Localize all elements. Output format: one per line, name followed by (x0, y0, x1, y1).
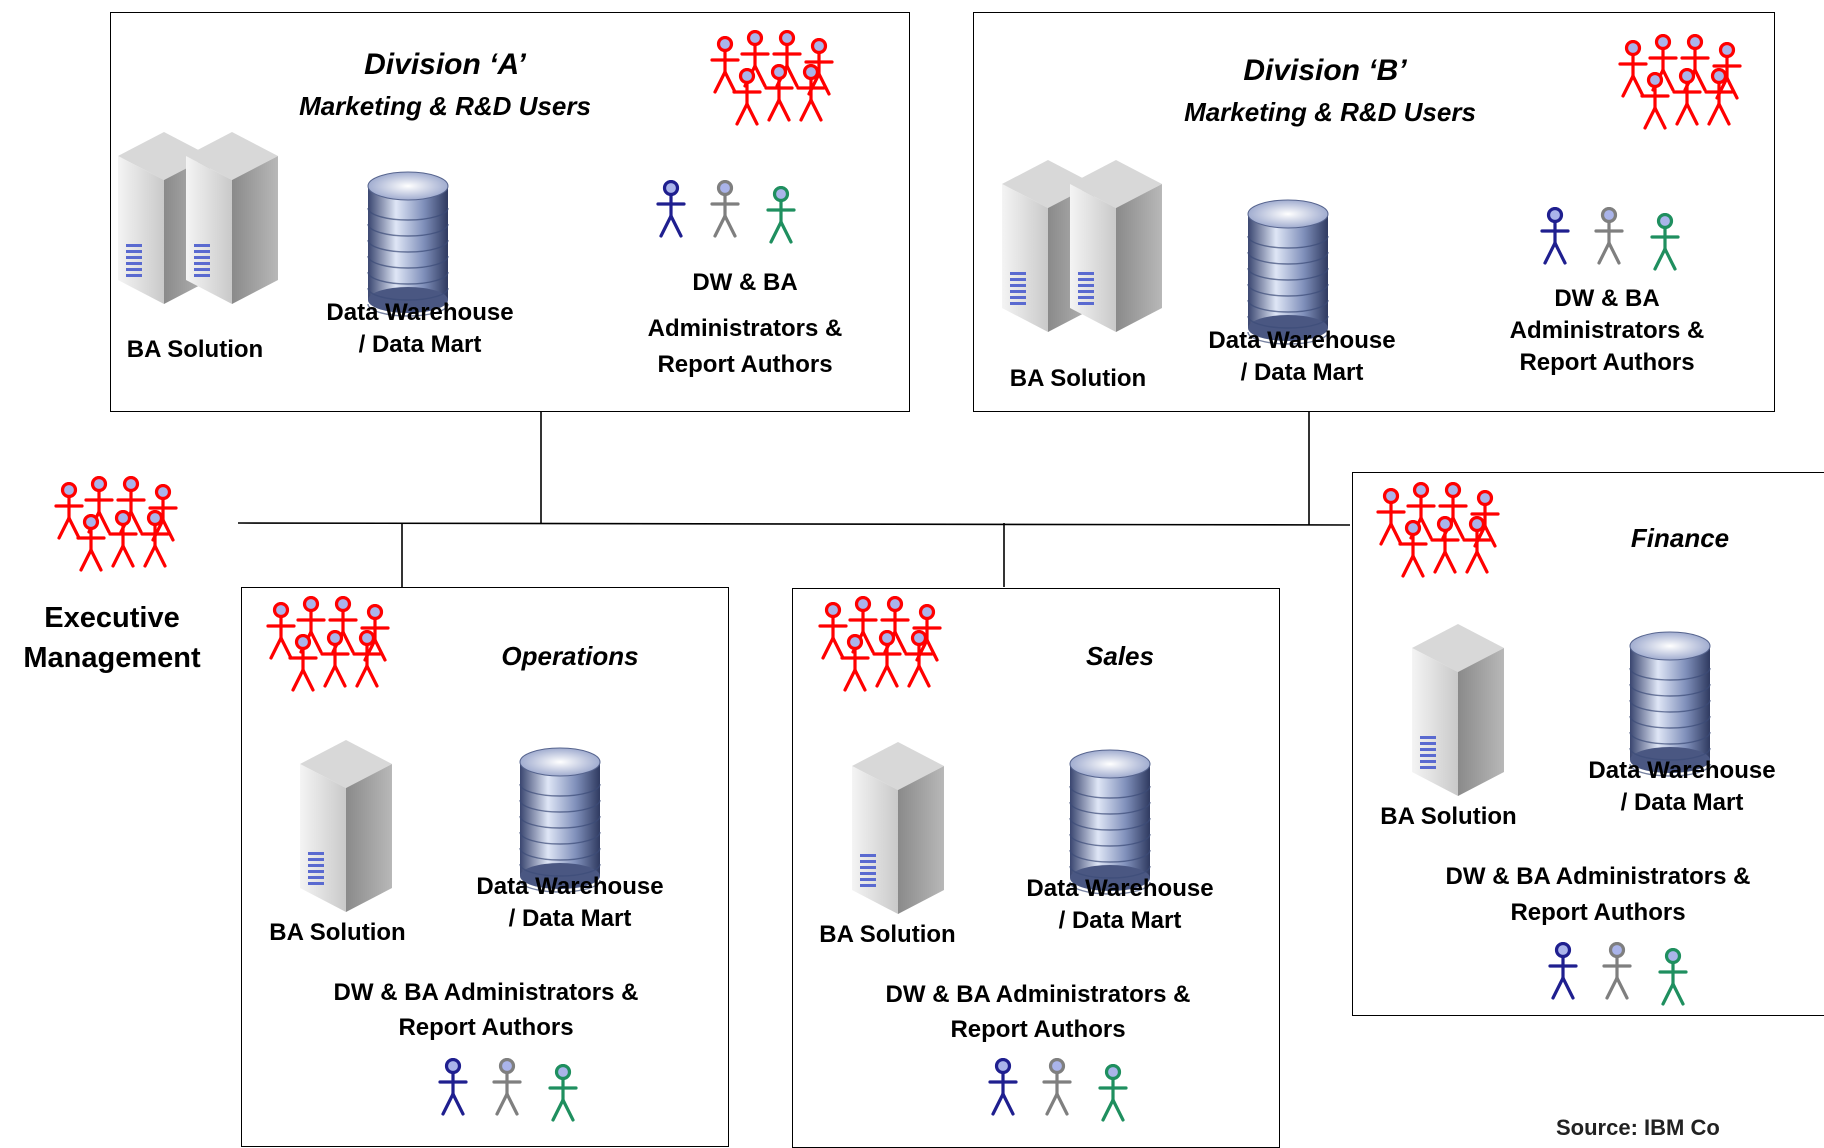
database-cylinder-icon (1068, 746, 1152, 901)
division-a-dw-label-1: Data Warehouse (326, 299, 514, 326)
sales-dw-label-1: Data Warehouse (1026, 875, 1214, 902)
person-icon (804, 37, 834, 103)
division-a-admins-label-3: Report Authors (657, 351, 833, 378)
person-icon (54, 481, 84, 547)
database-cylinder-icon (1628, 628, 1712, 783)
person-icon (872, 629, 902, 695)
operations-admins-label-2: Report Authors (398, 1014, 574, 1041)
person-icon (1540, 206, 1570, 272)
division-b-admins-label-1: DW & BA (1554, 285, 1660, 312)
sales-admins-label-2: Report Authors (950, 1016, 1126, 1043)
person-icon (1672, 67, 1702, 133)
executive-label-1: Executive (44, 602, 180, 634)
person-icon (1462, 515, 1492, 581)
person-icon (1602, 941, 1632, 1007)
person-icon (656, 179, 686, 245)
division-a-ba-solution-label: BA Solution (126, 336, 264, 363)
person-icon (904, 629, 934, 695)
division-a-title: Division ‘A’ (364, 48, 526, 81)
operations-dw-label-2: / Data Mart (508, 905, 632, 932)
person-icon (1376, 487, 1406, 553)
person-icon (1098, 1063, 1128, 1129)
server-tower-icon (186, 132, 278, 309)
person-icon (1618, 39, 1648, 105)
person-icon (548, 1063, 578, 1129)
operations-title: Operations (501, 641, 639, 671)
division-b-dw-label-2: / Data Mart (1240, 359, 1364, 386)
person-icon (764, 63, 794, 129)
finance-title: Finance (1630, 523, 1730, 553)
server-tower-icon (1412, 624, 1504, 801)
person-icon (1430, 515, 1460, 581)
person-icon (732, 67, 762, 133)
division-a-subtitle: Marketing & R&D Users (299, 91, 591, 121)
person-icon (1406, 481, 1436, 547)
division-a-admins-label-2: Administrators & (647, 315, 843, 342)
person-icon (1704, 67, 1734, 133)
person-icon (840, 633, 870, 699)
person-icon (266, 601, 296, 667)
database-cylinder-icon (518, 744, 602, 899)
person-icon (766, 185, 796, 251)
person-icon (1042, 1057, 1072, 1123)
person-icon (710, 35, 740, 101)
server-tower-icon (300, 740, 392, 917)
sales-title: Sales (1086, 641, 1154, 671)
division-b-admins-label-3: Report Authors (1519, 349, 1695, 376)
operations-ba-solution-label: BA Solution (269, 919, 406, 946)
person-icon (1594, 206, 1624, 272)
sales-dw-label-2: / Data Mart (1058, 907, 1182, 934)
database-cylinder-icon (1246, 196, 1330, 351)
person-icon (1548, 941, 1578, 1007)
person-icon (818, 601, 848, 667)
source-credit: Source: IBM Co (1556, 1115, 1720, 1140)
division-b-title: Division ‘B’ (1243, 54, 1407, 87)
person-icon (1398, 519, 1428, 585)
division-a-admins-label-1: DW & BA (692, 269, 798, 296)
division-b-dw-label-1: Data Warehouse (1208, 327, 1396, 354)
person-icon (988, 1057, 1018, 1123)
person-icon (76, 513, 106, 579)
person-icon (320, 629, 350, 695)
person-icon (288, 633, 318, 699)
person-icon (438, 1057, 468, 1123)
division-a-dw-label-2: / Data Mart (358, 331, 482, 358)
finance-admins-label-1: DW & BA Administrators & (1445, 863, 1751, 890)
finance-dw-label-2: / Data Mart (1620, 789, 1744, 816)
finance-dw-label-1: Data Warehouse (1588, 757, 1776, 784)
operations-dw-label-1: Data Warehouse (476, 873, 664, 900)
person-icon (1658, 947, 1688, 1013)
server-tower-icon (852, 742, 944, 919)
bus-line (237, 522, 1351, 526)
finance-admins-label-2: Report Authors (1510, 899, 1686, 926)
person-icon (140, 509, 170, 575)
sales-admins-label-1: DW & BA Administrators & (885, 981, 1191, 1008)
division-b-admins-label-2: Administrators & (1509, 317, 1705, 344)
sales-ba-solution-label: BA Solution (819, 921, 956, 948)
database-cylinder-icon (366, 168, 450, 323)
person-icon (1640, 71, 1670, 137)
person-icon (108, 509, 138, 575)
person-icon (116, 475, 146, 541)
executive-label-2: Management (23, 642, 201, 674)
person-icon (1650, 212, 1680, 278)
division-b-ba-solution-label: BA Solution (1009, 365, 1147, 392)
server-tower-icon (1070, 160, 1162, 337)
person-icon (796, 63, 826, 129)
person-icon (710, 179, 740, 245)
person-icon (352, 629, 382, 695)
person-icon (492, 1057, 522, 1123)
finance-ba-solution-label: BA Solution (1380, 803, 1517, 830)
operations-admins-label-1: DW & BA Administrators & (333, 979, 639, 1006)
division-b-subtitle: Marketing & R&D Users (1184, 97, 1476, 127)
